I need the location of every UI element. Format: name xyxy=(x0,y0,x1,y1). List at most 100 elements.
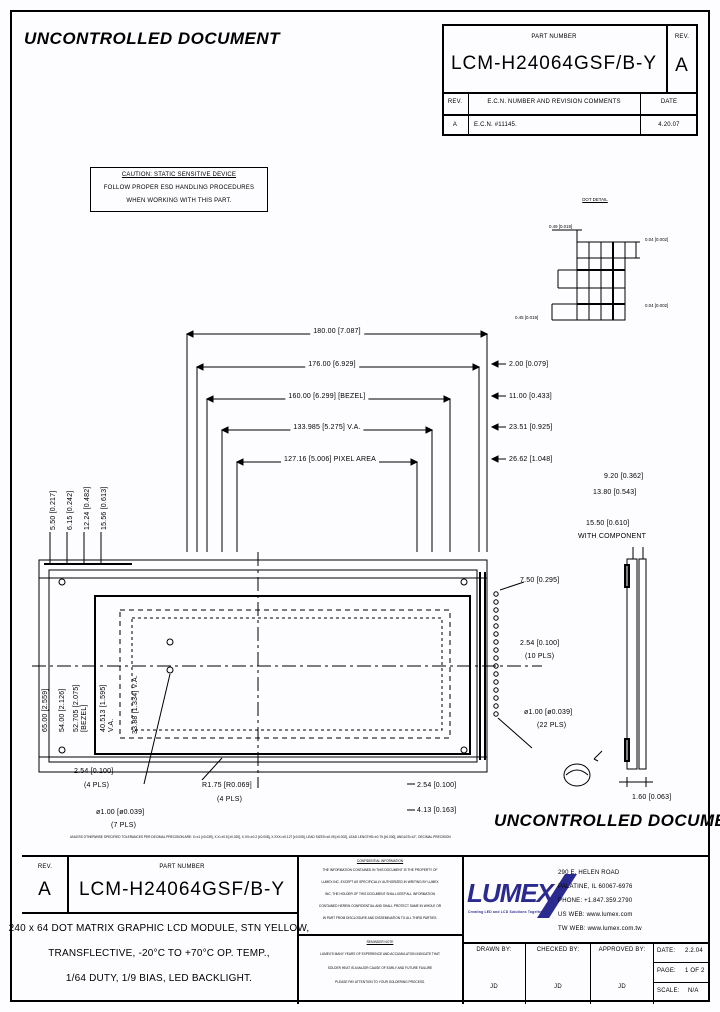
callout-pin-pitch-pls: (10 PLS) xyxy=(525,653,555,660)
callout-bot-dim1: 2.54 [0.100] xyxy=(417,782,457,789)
part-number-value: LCM-H24064GSF/B-Y xyxy=(450,53,658,74)
bottom-dim-arrows xyxy=(407,783,415,811)
address-line-0: 290 E. HELEN ROAD xyxy=(558,870,620,876)
tolerance-note: UNLESS OTHERWISE SPECIFIED TOLERANCES PE… xyxy=(70,835,451,839)
btb-rule-conf xyxy=(297,934,462,936)
btb-date-rule-2 xyxy=(653,982,708,983)
part-number-label: PART NUMBER xyxy=(531,34,577,40)
drawn-by-label: DRAWN BY: xyxy=(476,947,512,953)
address-line-1: PALATINE, IL 60067-6976 xyxy=(558,884,633,890)
ecn-date-label: DATE xyxy=(660,99,678,105)
rdim-3: 26.62 [1.048] xyxy=(509,456,553,463)
detail-dim-top: 0.49 [0.019] xyxy=(549,224,573,229)
tb-datecol-divider xyxy=(640,92,641,136)
rdim-2: 23.51 [0.925] xyxy=(509,424,553,431)
company-logo: LUMEX xyxy=(467,878,554,908)
tvdim-1: 6.15 [0.242] xyxy=(67,490,74,530)
rdim-0: 2.00 [0.079] xyxy=(509,361,549,368)
date-label: DATE: xyxy=(657,948,676,954)
ecn-label: E.C.N. NUMBER AND REVISION COMMENTS xyxy=(487,99,621,105)
callout-bottom-left-pls: (4 PLS) xyxy=(84,782,110,789)
reminder-title: REMINDER NOTE xyxy=(366,940,394,944)
hdim-2: 160.00 [6.299] [BEZEL] xyxy=(285,393,369,400)
caution-line-2: FOLLOW PROPER ESD HANDLING PROCEDURES xyxy=(103,185,255,191)
btb-rev-label: REV. xyxy=(37,864,53,870)
confidential-line-2: INC, THE HOLDER OF THIS DOCUMENT SHALL K… xyxy=(325,892,435,896)
approved-by-value: JD xyxy=(618,984,626,990)
description-line-2: 1/64 DUTY, 1/9 BIAS, LED BACKLIGHT. xyxy=(65,973,253,984)
callout-pin-hole-pls: (22 PLS) xyxy=(537,722,567,729)
callout-hole-pls: (7 PLS) xyxy=(111,822,137,829)
btb-col-3 xyxy=(653,942,654,1004)
rev-value: A xyxy=(675,55,689,76)
drawing-border: UNCONTROLLED DOCUMENT PART NUMBER LCM-H2… xyxy=(8,10,720,1004)
sdim-3: WITH COMPONENT xyxy=(578,533,647,540)
date-value: 2.2.04 xyxy=(685,948,703,954)
tb-divider-1 xyxy=(442,92,698,94)
detail-dim-bottom: 0.04 [0.002] xyxy=(645,303,669,308)
sdim-2: 15.50 [0.610] xyxy=(586,520,630,527)
rev-label: REV. xyxy=(674,34,690,40)
checked-by-value: JD xyxy=(554,984,562,990)
detail-dim-right: 0.04 [0.002] xyxy=(645,237,669,242)
btb-col-1 xyxy=(525,942,526,1004)
caution-line-3: WHEN WORKING WITH THIS PART. xyxy=(126,198,232,204)
tvdim-3: 15.56 [0.613] xyxy=(101,486,108,530)
callout-pin-pitch: 2.54 [0.100] xyxy=(520,640,560,647)
tb-divider-2 xyxy=(442,114,698,116)
reminder-line-2: PLEASE PAY ATTENTION TO YOUR SOLDERING P… xyxy=(335,980,425,984)
tvdim-2: 12.24 [0.482] xyxy=(84,486,91,530)
callout-pin-hole: ø1.00 [ø0.039] xyxy=(524,709,573,716)
ecn-row-rev: A xyxy=(452,122,458,128)
description-line-0: 240 x 64 DOT MATRIX GRAPHIC LCD MODULE, … xyxy=(8,923,310,934)
page-value: 1 OF 2 xyxy=(685,968,705,974)
callout-radius-pls: (4 PLS) xyxy=(217,796,243,803)
reminder-line-0: LUMEX'S MANY YEARS OF EXPERIENCE AND ACC… xyxy=(320,952,440,956)
approved-by-label: APPROVED BY: xyxy=(598,947,646,953)
dot-detail-geometry xyxy=(551,229,640,321)
sdim-0: 9.20 [0.362] xyxy=(604,473,644,480)
detail-view-title: DOT DETAIL xyxy=(582,197,608,202)
seal-stamp xyxy=(563,750,603,787)
front-view-geometry xyxy=(32,552,542,788)
btb-part-number-label: PART NUMBER xyxy=(159,864,205,870)
scale-value: N/A xyxy=(688,988,699,994)
callout-radius-dim: R1.75 [R0.069] xyxy=(202,782,252,789)
sdim-1: 13.80 [0.543] xyxy=(593,489,637,496)
drawn-by-value: JD xyxy=(490,984,498,990)
callout-bot-dim2: 4.13 [0.163] xyxy=(417,807,457,814)
tvdim-0: 5.50 [0.217] xyxy=(50,490,57,530)
ecn-row-comment: E.C.N. #11145. xyxy=(474,122,517,128)
company-tagline: Creating LED and LCD Solutions Together xyxy=(468,910,544,914)
detail-dim-left: 0.45 [0.019] xyxy=(515,315,539,320)
callout-conn-dim: 7.50 [0.295] xyxy=(520,577,560,584)
confidential-title: CONFIDENTIAL INFORMATION xyxy=(356,859,404,863)
rdim-1: 11.00 [0.433] xyxy=(509,393,552,400)
btb-top-rule xyxy=(22,855,708,857)
address-line-2: PHONE: +1.847.359.2790 xyxy=(558,898,633,904)
btb-rev-divider xyxy=(67,855,69,912)
hdim-4: 127.16 [5.006] PIXEL AREA xyxy=(281,456,379,463)
logo-swoosh xyxy=(537,874,577,918)
description-line-1: TRANSFLECTIVE, -20°C TO +70°C OP. TEMP., xyxy=(48,948,270,959)
watermark-top-left: UNCONTROLLED DOCUMENT xyxy=(24,29,281,48)
btb-rev-value: A xyxy=(38,879,52,900)
caution-box xyxy=(90,167,268,212)
right-dim-arrows xyxy=(490,360,506,463)
caution-line-1: CAUTION: STATIC SENSITIVE DEVICE xyxy=(121,172,237,178)
confidential-line-3: CONTAINED HEREIN CONFIDENTIAL AND SHALL … xyxy=(318,904,442,908)
confidential-line-0: THE INFORMATION CONTAINED IN THIS DOCUME… xyxy=(322,868,438,872)
address-line-4: TW WEB: www.lumex.com.tw xyxy=(558,926,642,932)
tb-revcol-divider xyxy=(468,92,469,136)
btb-divider-2 xyxy=(462,855,464,1004)
btb-rule-addr xyxy=(462,942,708,944)
confidential-line-1: LUMEX INC. EXCEPT AS SPECIFICALLY AUTHOR… xyxy=(321,880,439,884)
btb-col-2 xyxy=(590,942,591,1004)
checked-by-label: CHECKED BY: xyxy=(536,947,580,953)
reminder-line-1: SOLDER HEAT IS A MAJOR CAUSE OF EARLY AN… xyxy=(327,966,433,970)
hdim-0: 180.00 [7.087] xyxy=(310,328,364,335)
hdim-3: 133.985 [5.275] V.A. xyxy=(290,424,364,431)
btb-part-number: LCM-H24064GSF/B-Y xyxy=(78,879,286,900)
top-title-block xyxy=(442,24,698,136)
